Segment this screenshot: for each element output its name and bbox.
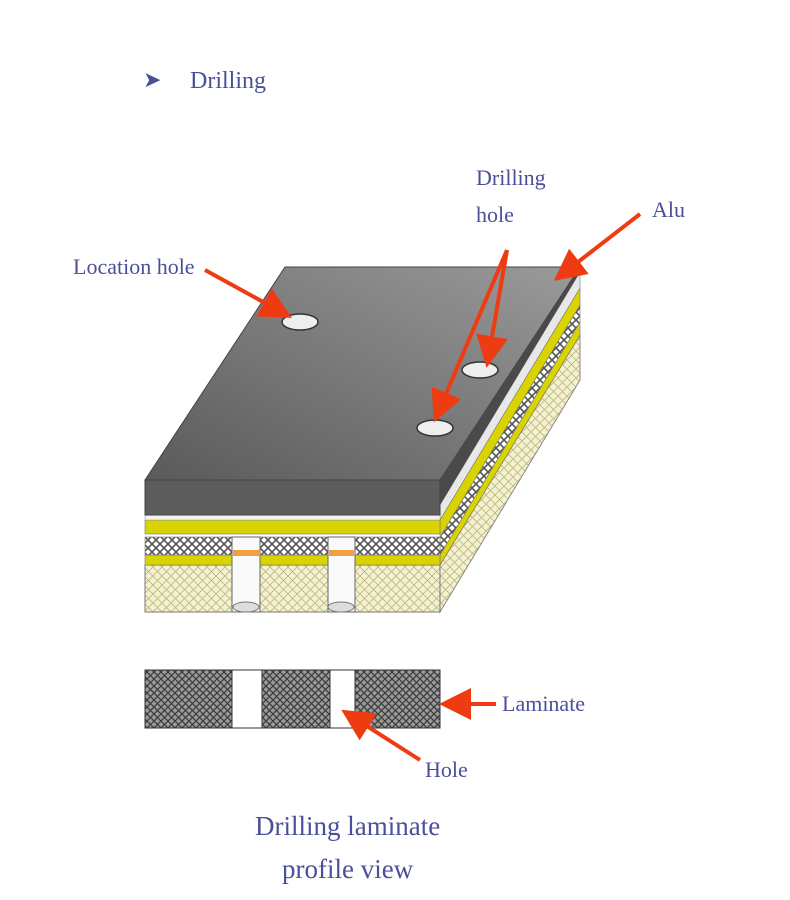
label-drilling-hole: hole: [476, 202, 514, 227]
bullet-arrow-icon: ➤: [143, 67, 161, 92]
page-title: Drilling: [190, 68, 266, 94]
laminate-stack-side: [439, 270, 581, 614]
laminate-profile: [144, 669, 441, 729]
label-laminate: Laminate: [502, 691, 585, 716]
caption: Drilling laminate: [255, 811, 440, 841]
label-alu: Alu: [652, 197, 685, 222]
drilling-hole: [461, 361, 499, 379]
drilled-hole-section: [231, 536, 261, 613]
drilling-hole: [416, 419, 454, 437]
drilled-hole-section: [327, 536, 356, 613]
alu-plate: [144, 266, 581, 516]
arrow-hole: [341, 709, 422, 762]
profile-hole: [231, 669, 263, 729]
laminate-stack-front: [144, 514, 441, 613]
arrow-drilling-hole: [431, 249, 509, 423]
label-hole: Hole: [425, 757, 468, 782]
arrow-location-hole: [204, 268, 293, 318]
location-hole: [281, 313, 319, 331]
label-drilling-hole: Drilling: [476, 165, 546, 190]
annotation-arrows: [204, 212, 642, 762]
profile-hole: [329, 669, 356, 729]
arrow-drilling-hole: [476, 249, 509, 368]
arrow-alu: [553, 212, 642, 281]
caption: profile view: [282, 854, 414, 884]
label-location-hole: Location hole: [73, 254, 195, 279]
